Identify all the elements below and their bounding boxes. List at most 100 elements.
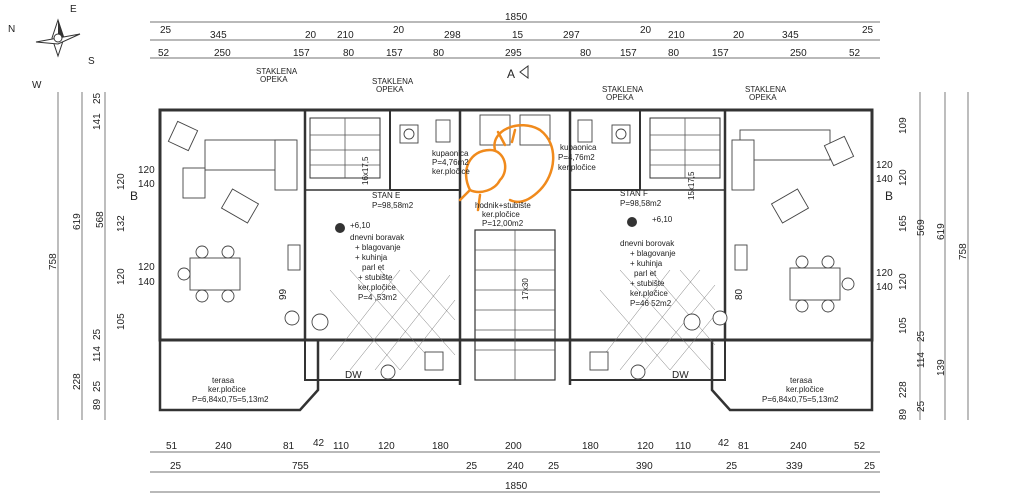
dim-right-c8: 139 (936, 359, 947, 376)
dim-top-r2-6: 295 (505, 48, 522, 59)
compass-icon: N E S W (8, 4, 95, 91)
furniture-right: DW (589, 129, 855, 381)
staklena-opeka-4a: STAKLENA (745, 85, 787, 94)
dim-top-r1-8: 20 (640, 25, 652, 36)
dim-top-r1-1: 345 (210, 30, 227, 41)
living-left-l5: ker.pločice (358, 283, 396, 292)
dim-left-c7: 25 (92, 328, 103, 340)
dim-right-s4: 80 (734, 288, 745, 300)
living-left-l0: dnevni boravak (350, 233, 405, 242)
dim-bot-overall: 1850 (505, 481, 528, 492)
dim-top-r2-9: 80 (668, 48, 680, 59)
living-right-l1: + blagovanje (630, 249, 676, 258)
level-left: +6,10 (350, 221, 371, 230)
dim-left-c4: 132 (116, 215, 127, 232)
compass-w-label: W (32, 80, 42, 91)
dim-right-c10: 89 (898, 408, 909, 420)
dim-top-r1-10: 20 (733, 30, 745, 41)
dim-top-r1-5: 298 (444, 30, 461, 41)
dim-top-r1-7: 297 (563, 30, 580, 41)
dim-left-c3: 120 (116, 173, 127, 190)
living-left-l3: parl et (362, 263, 385, 272)
terrace-right-l2: P=6,84x0,75=5,13m2 (762, 395, 839, 404)
dim-top-r2-4: 157 (386, 48, 403, 59)
stan-f-area: P=98,58m2 (620, 199, 662, 208)
dim-bot-r1-0: 51 (166, 441, 178, 452)
dim-top-r1-12: 25 (862, 25, 874, 36)
dim-left-s0: 120 (138, 165, 155, 176)
section-a-label: A (507, 67, 515, 81)
living-right-l4: + stubište (630, 279, 665, 288)
staklena-opeka-3a: STAKLENA (602, 85, 644, 94)
bath-right-l2: ker.pločice (558, 163, 596, 172)
living-left-l2: + kuhinja (355, 253, 388, 262)
stair-dim-right: 15x17,5 (687, 171, 696, 200)
living-left-l1: + blagovanje (355, 243, 401, 252)
dim-top-r2-2: 157 (293, 48, 310, 59)
stan-f-name: STAN F (620, 189, 648, 198)
dim-right-c9: 228 (898, 381, 909, 398)
dim-top-overall: 1850 (505, 12, 528, 23)
dimensions-top: 1850 25 345 20 210 20 298 15 297 20 210 … (150, 12, 880, 81)
staklena-opeka-3b: OPEKA (606, 93, 634, 102)
dim-top-r1-9: 210 (668, 30, 685, 41)
bath-left-l0: kupaonica (432, 149, 469, 158)
dw-right-label: DW (672, 370, 689, 381)
terrace-right-l0: terasa (790, 376, 813, 385)
stan-e-name: STAN E (372, 191, 400, 200)
dim-top-r1-3: 210 (337, 30, 354, 41)
dim-right-c5: 105 (898, 317, 909, 334)
living-right-l6: P=46 52m2 (630, 299, 672, 308)
dim-top-r2-5: 80 (433, 48, 445, 59)
dim-bot-r2-2: 25 (466, 461, 478, 472)
dim-left-c6: 105 (116, 313, 127, 330)
dim-right-c7: 114 (916, 352, 927, 368)
dim-top-r2-3: 80 (343, 48, 355, 59)
section-b-right: B (885, 189, 893, 203)
dim-bot-r1-3: 42 (313, 438, 325, 449)
dim-left-c11: 25 (92, 380, 103, 392)
living-right-l5: ker.pločice (630, 289, 668, 298)
dim-bot-r2-1: 755 (292, 461, 309, 472)
section-a-marker (519, 65, 529, 79)
dim-right-total: 758 (958, 243, 969, 260)
dim-bot-r1-14: 52 (854, 441, 866, 452)
dim-left-s1: 140 (138, 179, 155, 190)
dim-right-c1: 120 (898, 169, 909, 186)
dim-top-r2-0: 52 (158, 48, 170, 59)
dim-bot-r1-6: 180 (432, 441, 449, 452)
dim-left-s3: 140 (138, 277, 155, 288)
dim-top-r2-7: 80 (580, 48, 592, 59)
furniture-left: DW (167, 120, 444, 381)
dim-left-c2: 568 (95, 211, 106, 228)
living-left-l6: P=4 ,53m2 (358, 293, 397, 302)
dim-bot-r1-12: 81 (738, 441, 750, 452)
dim-left-c5: 120 (116, 268, 127, 285)
dim-bot-r1-9: 120 (637, 441, 654, 452)
dw-left-label: DW (345, 370, 362, 381)
dim-right-c11: 25 (916, 400, 927, 412)
bath-left-l2: ker.pločice (432, 167, 470, 176)
room-labels: STAN E P=98,58m2 STAN F P=98,58m2 dnevni… (130, 67, 893, 404)
dim-right-s1: 140 (876, 174, 893, 185)
dimensions-left: 758 619 25 141 568 120 132 120 105 25 11… (48, 92, 289, 420)
dim-left-c1: 141 (92, 113, 103, 130)
dimensions-right: 758 619 109 120 165 569 120 105 25 114 1… (734, 92, 969, 420)
dim-bot-r1-11: 42 (718, 438, 730, 449)
dim-bot-r1-1: 240 (215, 441, 232, 452)
dim-left-c0: 25 (92, 92, 103, 104)
staklena-opeka-1a: STAKLENA (256, 67, 298, 76)
dim-top-r1-6: 15 (512, 30, 524, 41)
dim-top-r1-2: 20 (305, 30, 317, 41)
bath-right-l0: kupaonica (560, 143, 597, 152)
dim-bot-r1-5: 120 (378, 441, 395, 452)
dim-top-r2-11: 250 (790, 48, 807, 59)
staklena-opeka-4b: OPEKA (749, 93, 777, 102)
dim-top-r2-10: 157 (712, 48, 729, 59)
corridor-l2: P=12,00m2 (482, 219, 524, 228)
bath-right-l1: P=4,76m2 (558, 153, 595, 162)
dim-right-c2: 165 (898, 215, 909, 232)
dim-bot-r2-3: 240 (507, 461, 524, 472)
dim-right-s2: 120 (876, 268, 893, 279)
